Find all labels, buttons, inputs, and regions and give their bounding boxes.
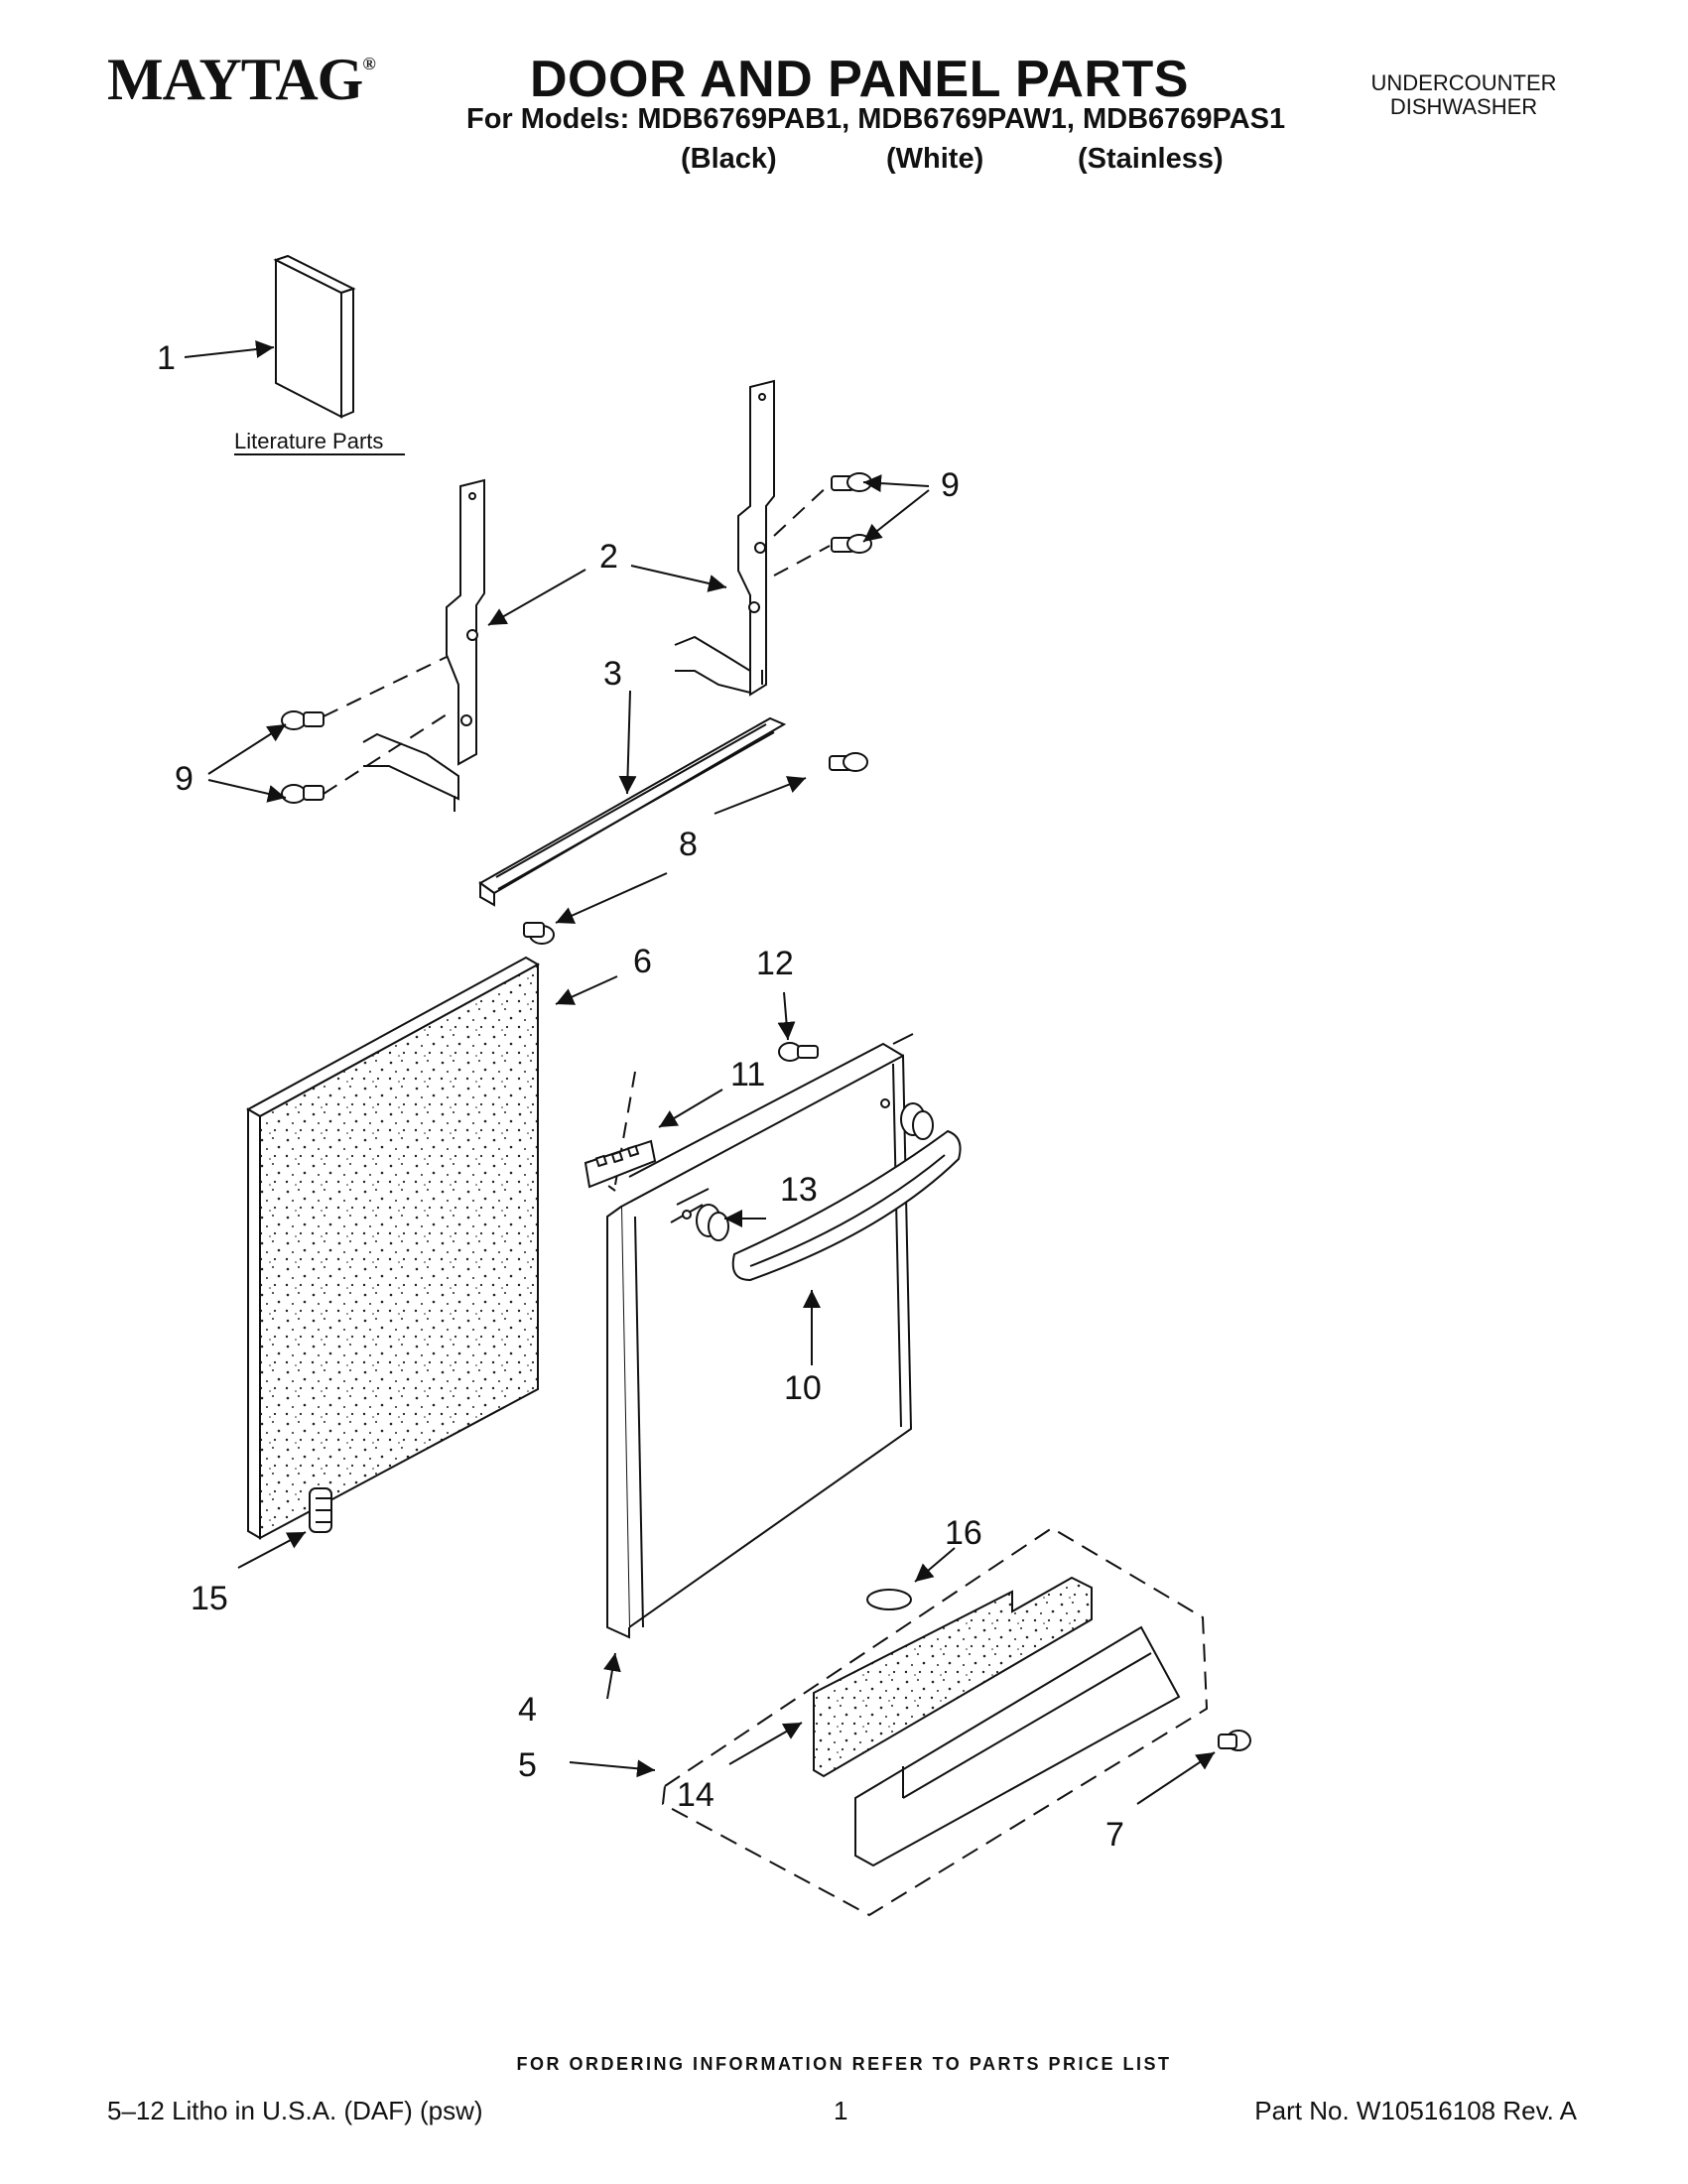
hinge-bracket-right [674,379,775,697]
literature-label: Literature Parts [234,429,383,453]
screw-8a [829,752,868,772]
unit-type: UNDERCOUNTER DISHWASHER [1350,71,1578,119]
variant-stainless: (Stainless) [1078,143,1224,175]
callout-1: 1 [157,339,176,377]
door-rail [478,716,787,907]
callout-5: 5 [518,1746,537,1784]
callout-14: 14 [677,1776,714,1814]
callout-9-left: 9 [175,760,194,798]
page-title: DOOR AND PANEL PARTS [530,51,1189,108]
screw-8b [523,922,555,945]
unit-type-line2: DISHWASHER [1389,94,1538,119]
litho-note: 5–12 Litho in U.S.A. (DAF) (psw) [107,2096,483,2125]
hinge-bracket-left [362,478,485,812]
callout-7: 7 [1105,1816,1124,1854]
screw-9b-left [281,784,325,804]
callout-10: 10 [784,1369,822,1407]
clip-15 [309,1487,332,1533]
callout-16: 16 [945,1514,982,1552]
door-panel [606,1033,914,1639]
screw-7 [1218,1730,1251,1751]
toe-panel [854,1625,1181,1867]
toe-insulation [813,1576,1093,1778]
screw-9a-left [281,710,325,730]
models-line: For Models: MDB6769PAB1, MDB6769PAW1, MD… [466,103,1286,135]
handle-mount [682,1098,934,1241]
variant-white: (White) [886,143,984,175]
badge [584,1139,657,1189]
literature-part [273,254,356,419]
callout-11: 11 [730,1056,765,1093]
callout-9-right: 9 [941,466,960,504]
screw-group [281,472,872,945]
screw-12 [778,1042,819,1062]
part-number: Part No. W10516108 Rev. A [1254,2096,1577,2125]
callout-8: 8 [679,826,698,863]
door-handle [731,1129,962,1282]
callout-15: 15 [191,1580,228,1617]
ordering-note: FOR ORDERING INFORMATION REFER TO PARTS … [516,2054,1172,2074]
plug-16 [866,1589,912,1610]
screw-9b-right [831,534,872,554]
page-number: 1 [834,2096,848,2125]
brand-name: MAYTAG [107,47,363,112]
variant-black: (Black) [681,143,777,175]
leader-arrows [184,340,1216,1805]
callout-4: 4 [518,1691,537,1729]
callout-6: 6 [633,943,652,980]
callout-12: 12 [756,945,794,982]
toe-kick-kit-outline [661,1526,1209,1917]
callout-3: 3 [603,655,622,693]
callout-13: 13 [780,1171,818,1209]
callout-2: 2 [599,538,618,576]
registered-mark: ® [362,54,375,73]
insulation-panel [245,956,541,1540]
unit-type-line1: UNDERCOUNTER [1370,70,1557,95]
brand-logo: MAYTAG® [107,46,376,114]
